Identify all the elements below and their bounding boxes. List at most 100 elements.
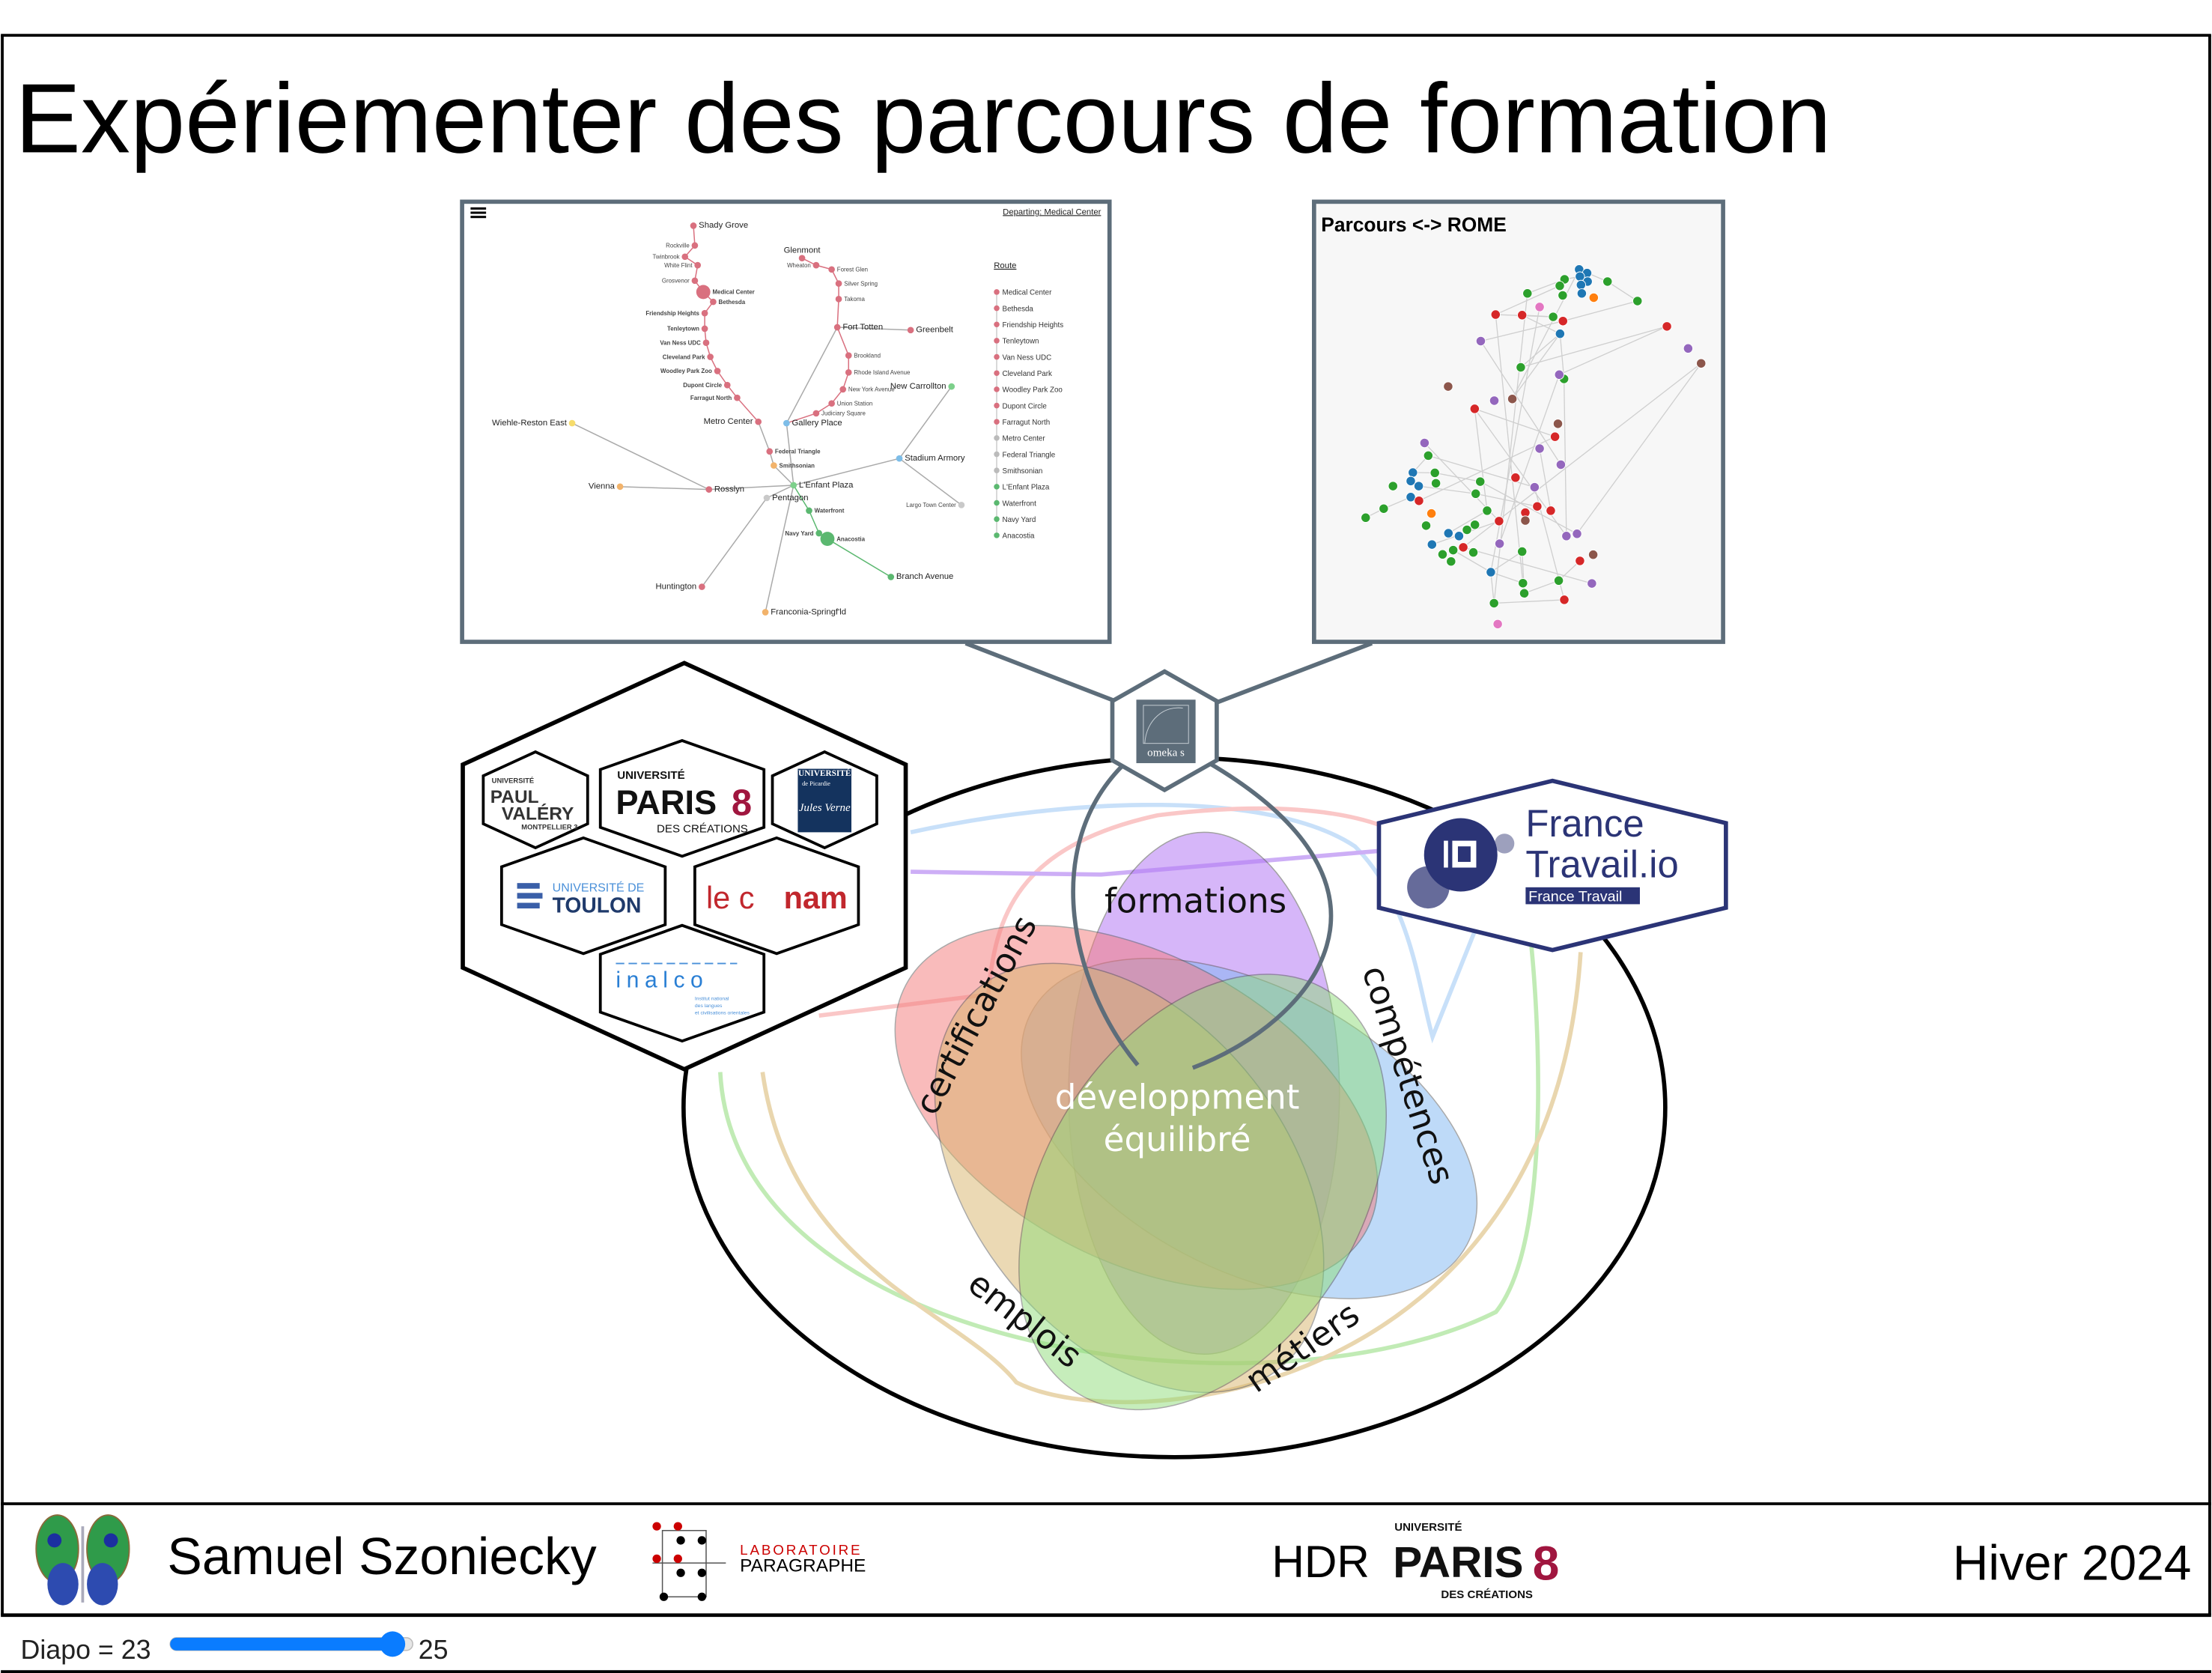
metro-station[interactable] <box>702 339 710 347</box>
metro-station[interactable] <box>696 285 711 300</box>
metro-station[interactable] <box>707 353 714 360</box>
metro-station[interactable] <box>701 325 708 333</box>
graph-node[interactable] <box>1576 288 1587 299</box>
metro-station[interactable] <box>763 494 771 502</box>
graph-node[interactable] <box>1517 546 1528 557</box>
metro-station[interactable] <box>691 277 699 285</box>
slide-slider[interactable] <box>169 1631 413 1657</box>
graph-node[interactable] <box>1683 343 1694 353</box>
graph-node[interactable] <box>1379 503 1389 514</box>
graph-node[interactable] <box>1632 296 1643 306</box>
graph-node[interactable] <box>1458 542 1468 553</box>
graph-node[interactable] <box>1446 556 1456 567</box>
metro-station[interactable] <box>568 419 576 427</box>
graph-node[interactable] <box>1517 310 1528 321</box>
graph-node[interactable] <box>1553 575 1564 586</box>
metro-station[interactable] <box>828 400 835 407</box>
graph-node[interactable] <box>1559 595 1570 605</box>
graph-node[interactable] <box>1426 508 1437 519</box>
graph-node[interactable] <box>1490 309 1501 320</box>
france-travail-io[interactable]: France Travail.io France Travail <box>1376 778 1728 953</box>
graph-node[interactable] <box>1588 292 1599 303</box>
omeka-s-hub[interactable]: omeka s <box>1110 669 1219 793</box>
graph-node[interactable] <box>1406 476 1416 487</box>
graph-node[interactable] <box>1482 505 1492 516</box>
graph-node[interactable] <box>1437 549 1448 559</box>
graph-node[interactable] <box>1494 516 1504 526</box>
metro-station[interactable] <box>771 462 777 469</box>
departing-link[interactable]: Departing: Medical Center <box>1003 207 1101 216</box>
metro-station[interactable] <box>790 482 797 489</box>
rome-graph-panel[interactable]: Parcours <-> ROME <box>1312 199 1725 644</box>
graph-node[interactable] <box>1572 529 1582 539</box>
graph-node[interactable] <box>1518 578 1528 589</box>
metro-station[interactable] <box>705 486 713 493</box>
logo-toulon[interactable]: UNIVERSITÉ DE TOULON <box>499 836 667 956</box>
metro-station[interactable] <box>723 381 731 389</box>
graph-node[interactable] <box>1468 547 1479 558</box>
graph-node[interactable] <box>1534 302 1545 312</box>
metro-station[interactable] <box>812 261 820 269</box>
graph-node[interactable] <box>1555 328 1566 339</box>
metro-station[interactable] <box>691 242 699 249</box>
graph-node[interactable] <box>1507 394 1518 404</box>
graph-node[interactable] <box>1413 481 1424 491</box>
graph-node[interactable] <box>1548 312 1558 322</box>
logo-inalco[interactable]: inalco Institut national des langues et … <box>598 923 766 1043</box>
metro-station[interactable] <box>835 280 842 287</box>
metro-station[interactable] <box>710 298 717 306</box>
metro-station[interactable] <box>815 529 823 537</box>
metro-station[interactable] <box>766 448 774 455</box>
graph-node[interactable] <box>1471 488 1481 499</box>
graph-node[interactable] <box>1388 481 1398 491</box>
metro-station[interactable] <box>907 327 914 334</box>
graph-node[interactable] <box>1423 450 1434 461</box>
metro-station[interactable] <box>734 394 741 401</box>
metro-station[interactable] <box>958 502 965 508</box>
graph-node[interactable] <box>1662 321 1672 332</box>
metro-station[interactable] <box>762 609 769 616</box>
graph-node[interactable] <box>1406 492 1416 502</box>
metro-station[interactable] <box>701 309 708 317</box>
graph-node[interactable] <box>1453 531 1465 541</box>
metro-station[interactable] <box>896 455 903 462</box>
metro-station[interactable] <box>783 419 790 427</box>
graph-node[interactable] <box>1489 598 1499 609</box>
graph-node[interactable] <box>1486 567 1496 577</box>
graph-node[interactable] <box>1555 459 1567 470</box>
graph-node[interactable] <box>1587 578 1597 589</box>
metro-station[interactable] <box>828 266 835 273</box>
venn-metiers[interactable] <box>943 908 1462 1477</box>
metro-station[interactable] <box>887 574 895 580</box>
metro-station[interactable] <box>798 255 806 262</box>
metro-station[interactable] <box>833 324 841 331</box>
graph-node[interactable] <box>1469 404 1480 414</box>
graph-node[interactable] <box>1532 501 1543 511</box>
graph-node[interactable] <box>1554 369 1564 380</box>
graph-node[interactable] <box>1494 538 1505 549</box>
graph-node[interactable] <box>1534 443 1545 454</box>
graph-node[interactable] <box>1561 531 1572 541</box>
graph-node[interactable] <box>1475 335 1486 347</box>
graph-node[interactable] <box>1576 279 1587 291</box>
graph-node[interactable] <box>1516 362 1526 373</box>
graph-node[interactable] <box>1555 280 1565 291</box>
metro-station[interactable] <box>845 368 852 376</box>
graph-node[interactable] <box>1602 276 1613 287</box>
hamburger-menu-icon[interactable] <box>470 207 487 219</box>
metro-station[interactable] <box>948 383 955 390</box>
graph-node[interactable] <box>1529 482 1540 493</box>
metro-station[interactable] <box>694 261 702 269</box>
graph-node[interactable] <box>1429 467 1440 479</box>
graph-node[interactable] <box>1492 619 1503 630</box>
metro-station[interactable] <box>690 222 697 229</box>
graph-node[interactable] <box>1552 419 1564 429</box>
graph-node[interactable] <box>1419 437 1430 449</box>
graph-node[interactable] <box>1510 473 1521 483</box>
logo-cnam[interactable]: le c nam <box>693 836 860 956</box>
graph-node[interactable] <box>1558 290 1568 301</box>
metro-station[interactable] <box>616 483 624 491</box>
logo-picardie[interactable]: UNIVERSITÉ de Picardie Jules Verne <box>771 750 878 850</box>
graph-node[interactable] <box>1489 395 1500 406</box>
